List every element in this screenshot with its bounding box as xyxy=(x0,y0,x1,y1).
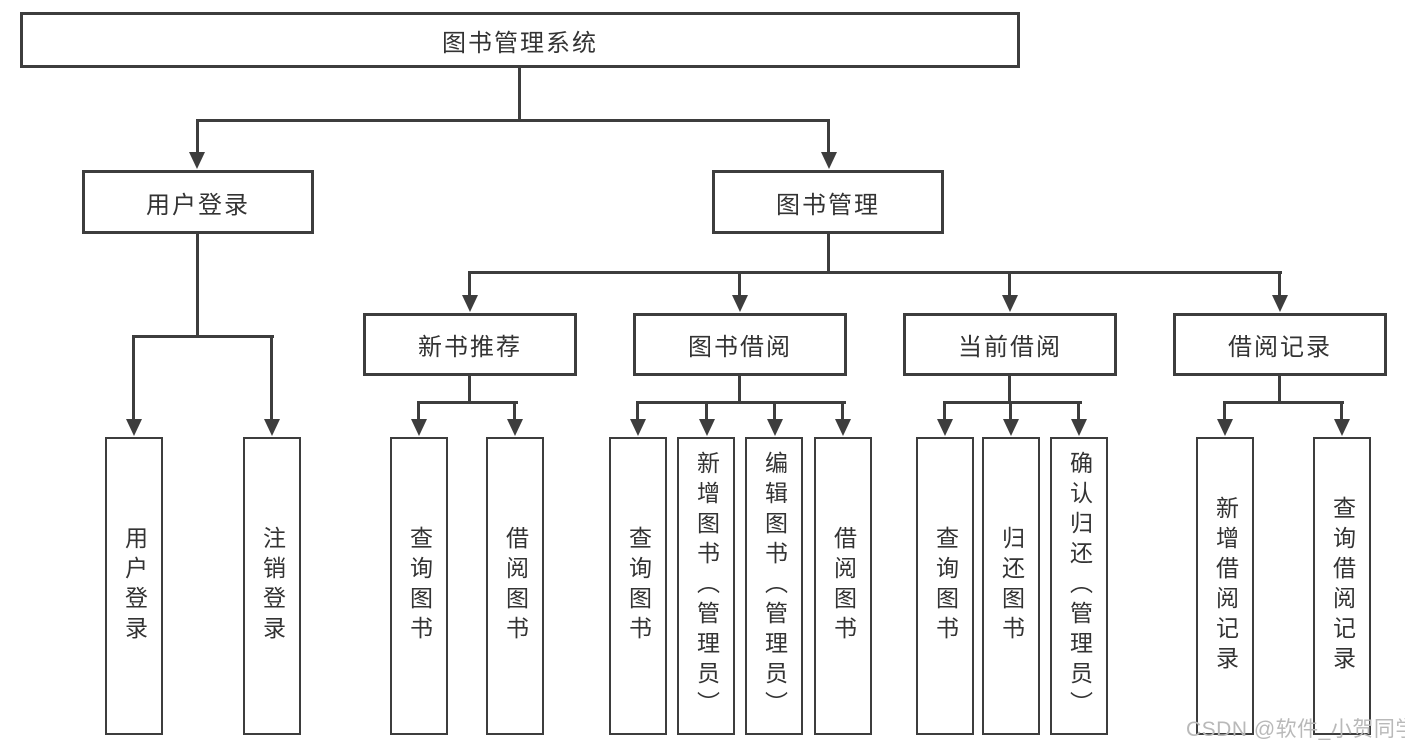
connector-line xyxy=(1077,401,1080,422)
connector-line xyxy=(943,401,1082,404)
node-cb-query-books-label: 查询图书 xyxy=(932,526,959,646)
node-bb-borrow-books-label: 借阅图书 xyxy=(830,526,857,646)
arrow-down-icon xyxy=(937,419,953,436)
watermark: CSDN @软件_小贺同学 xyxy=(1186,718,1405,741)
node-bb-query-books: 查询图书 xyxy=(609,437,667,735)
connector-line xyxy=(468,271,1282,274)
connector-line xyxy=(1008,271,1011,299)
connector-line xyxy=(943,401,946,422)
arrow-down-icon xyxy=(462,295,478,312)
connector-line xyxy=(513,401,516,422)
node-book-mgmt-label: 图书管理 xyxy=(776,191,880,219)
node-cb-return-books-label: 归还图书 xyxy=(998,526,1025,646)
node-book-borrow-label: 图书借阅 xyxy=(688,334,792,361)
arrow-down-icon xyxy=(821,152,837,169)
connector-line xyxy=(1278,271,1281,299)
node-br-query-record: 查询借阅记录 xyxy=(1313,437,1371,735)
node-root: 图书管理系统 xyxy=(20,12,1020,68)
connector-line xyxy=(196,119,199,155)
node-current-borrow-label: 当前借阅 xyxy=(958,334,1062,361)
connector-line xyxy=(417,401,420,422)
connector-line xyxy=(468,376,471,403)
node-current-borrow: 当前借阅 xyxy=(903,313,1117,376)
arrow-down-icon xyxy=(1002,295,1018,312)
connector-line xyxy=(705,401,708,422)
connector-line xyxy=(827,119,830,155)
node-rec-query-books-label: 查询图书 xyxy=(406,526,433,646)
connector-line xyxy=(417,401,518,404)
node-user-login-leaf-label: 用户登录 xyxy=(121,526,148,646)
node-bb-add-books-admin: 新增图书（管理员） xyxy=(677,437,735,735)
arrow-down-icon xyxy=(1272,295,1288,312)
node-rec-borrow-books: 借阅图书 xyxy=(486,437,544,735)
node-cb-confirm-return-admin: 确认归还（管理员） xyxy=(1050,437,1108,735)
node-book-borrow: 图书借阅 xyxy=(633,313,847,376)
node-user-login-leaf: 用户登录 xyxy=(105,437,163,735)
arrow-down-icon xyxy=(189,152,205,169)
node-bb-borrow-books: 借阅图书 xyxy=(814,437,872,735)
connector-line xyxy=(270,335,273,422)
connector-line xyxy=(841,401,844,422)
node-new-book-rec-label: 新书推荐 xyxy=(418,334,522,361)
node-br-add-record-label: 新增借阅记录 xyxy=(1212,496,1239,676)
connector-line xyxy=(468,271,471,299)
node-cb-confirm-return-admin-label: 确认归还（管理员） xyxy=(1066,451,1093,721)
arrow-down-icon xyxy=(411,419,427,436)
connector-line xyxy=(196,234,199,338)
connector-line xyxy=(196,119,830,122)
arrow-down-icon xyxy=(767,419,783,436)
arrow-down-icon xyxy=(699,419,715,436)
node-rec-query-books: 查询图书 xyxy=(390,437,448,735)
node-rec-borrow-books-label: 借阅图书 xyxy=(502,526,529,646)
node-bb-query-books-label: 查询图书 xyxy=(625,526,652,646)
connector-line xyxy=(738,271,741,299)
node-bb-edit-books-admin: 编辑图书（管理员） xyxy=(745,437,803,735)
node-cb-return-books: 归还图书 xyxy=(982,437,1040,735)
arrow-down-icon xyxy=(126,419,142,436)
node-root-label: 图书管理系统 xyxy=(442,29,598,57)
connector-line xyxy=(518,68,521,121)
node-book-mgmt: 图书管理 xyxy=(712,170,944,234)
arrow-down-icon xyxy=(264,419,280,436)
node-bb-edit-books-admin-label: 编辑图书（管理员） xyxy=(761,451,788,721)
connector-line xyxy=(1009,401,1012,422)
connector-line xyxy=(1278,376,1281,403)
arrow-down-icon xyxy=(507,419,523,436)
node-bb-add-books-admin-label: 新增图书（管理员） xyxy=(693,451,720,721)
arrow-down-icon xyxy=(1334,419,1350,436)
connector-line xyxy=(1223,401,1344,404)
connector-line xyxy=(827,234,830,274)
arrow-down-icon xyxy=(630,419,646,436)
connector-line xyxy=(738,376,741,403)
connector-line xyxy=(636,401,846,404)
connector-line xyxy=(132,335,274,338)
connector-line xyxy=(636,401,639,422)
node-logout-leaf-label: 注销登录 xyxy=(259,526,286,646)
node-cb-query-books: 查询图书 xyxy=(916,437,974,735)
connector-line xyxy=(1223,401,1226,422)
connector-line xyxy=(1008,376,1011,403)
node-br-add-record: 新增借阅记录 xyxy=(1196,437,1254,735)
node-borrow-records: 借阅记录 xyxy=(1173,313,1387,376)
node-borrow-records-label: 借阅记录 xyxy=(1228,334,1332,361)
arrow-down-icon xyxy=(732,295,748,312)
arrow-down-icon xyxy=(1003,419,1019,436)
arrow-down-icon xyxy=(835,419,851,436)
node-user-login: 用户登录 xyxy=(82,170,314,234)
connector-line xyxy=(132,335,135,422)
arrow-down-icon xyxy=(1217,419,1233,436)
node-user-login-label: 用户登录 xyxy=(146,191,250,219)
connector-line xyxy=(1340,401,1343,422)
connector-line xyxy=(773,401,776,422)
node-logout-leaf: 注销登录 xyxy=(243,437,301,735)
node-br-query-record-label: 查询借阅记录 xyxy=(1329,496,1356,676)
node-new-book-rec: 新书推荐 xyxy=(363,313,577,376)
arrow-down-icon xyxy=(1071,419,1087,436)
